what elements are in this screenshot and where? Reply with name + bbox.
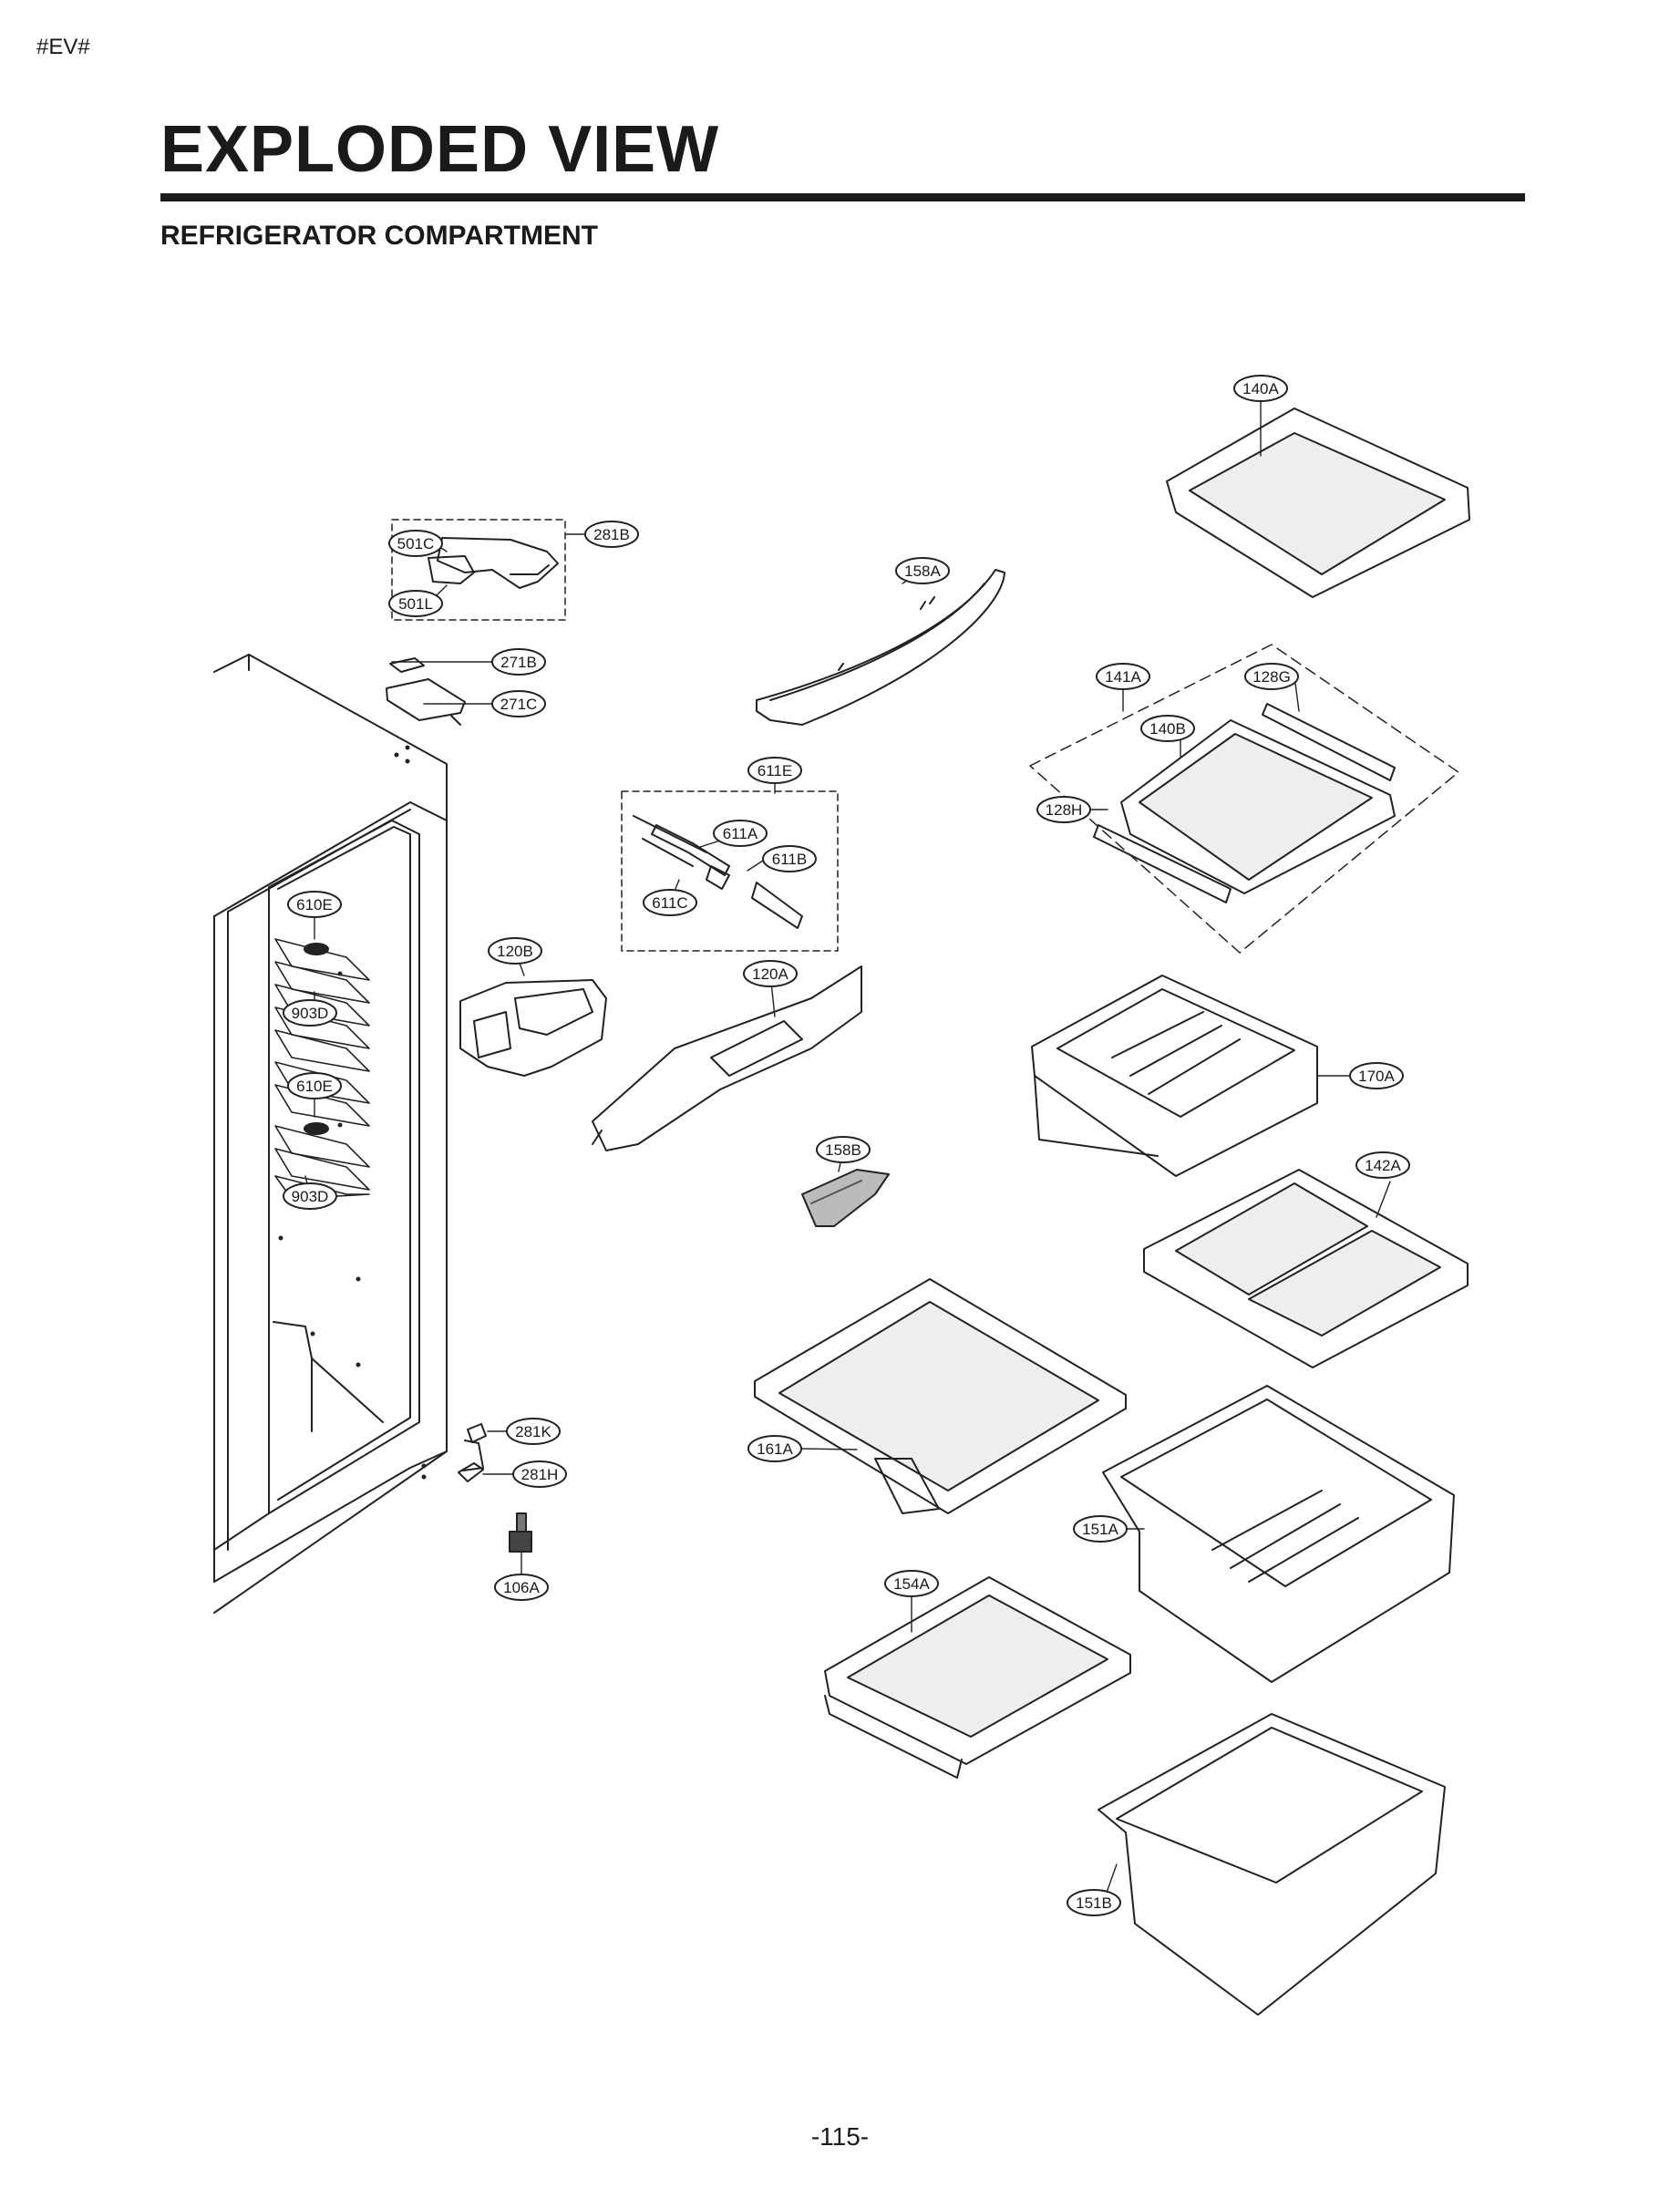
callout-611c: 611C	[643, 889, 697, 916]
svg-text:610E: 610E	[296, 1078, 333, 1095]
svg-text:281H: 281H	[521, 1466, 559, 1483]
callout-281h: 281H	[512, 1460, 567, 1488]
page-number: -115-	[810, 2122, 870, 2151]
drawer-170a-drawing	[1031, 975, 1318, 1177]
callout-142a: 142A	[1355, 1151, 1410, 1179]
callout-271b: 271B	[491, 648, 546, 676]
callout-610e-upper: 610E	[287, 891, 342, 918]
svg-text:158B: 158B	[825, 1141, 861, 1159]
cover-158a-drawing	[756, 569, 1005, 726]
page-subtitle: REFRIGERATOR COMPARTMENT	[160, 221, 598, 251]
callout-140b: 140B	[1140, 715, 1195, 742]
housing-120b-drawing	[459, 979, 607, 1077]
callout-611b: 611B	[762, 845, 817, 872]
shelf-assembly-141a-drawing	[1029, 644, 1459, 954]
svg-text:281B: 281B	[593, 526, 630, 543]
callout-128g: 128G	[1244, 663, 1299, 690]
callout-158b: 158B	[816, 1136, 871, 1163]
callout-281k: 281K	[506, 1418, 561, 1445]
control-box-drawing	[391, 519, 566, 621]
cover-120a-drawing	[592, 965, 862, 1151]
shelf-142a-drawing	[1143, 1169, 1469, 1368]
callout-141a: 141A	[1096, 663, 1150, 690]
callout-610e-lower: 610E	[287, 1072, 342, 1099]
svg-text:271C: 271C	[500, 696, 538, 713]
svg-text:142A: 142A	[1365, 1157, 1401, 1174]
shelf-140a-drawing	[1166, 408, 1470, 598]
svg-text:501L: 501L	[398, 595, 433, 613]
svg-text:140A: 140A	[1242, 380, 1279, 397]
cover-158b-drawing	[801, 1169, 890, 1227]
svg-text:154A: 154A	[893, 1575, 930, 1593]
svg-text:610E: 610E	[296, 896, 333, 913]
callout-120b: 120B	[488, 937, 542, 965]
svg-text:120B: 120B	[497, 943, 533, 960]
callout-140a: 140A	[1233, 375, 1288, 402]
callout-120a: 120A	[743, 960, 798, 987]
page-title: EXPLODED VIEW	[160, 113, 720, 186]
svg-text:106A: 106A	[503, 1579, 540, 1596]
svg-text:170A: 170A	[1358, 1068, 1395, 1085]
svg-text:611A: 611A	[723, 825, 758, 842]
callout-161a: 161A	[747, 1435, 802, 1462]
callout-611e: 611E	[747, 757, 802, 784]
svg-text:128G: 128G	[1252, 668, 1291, 686]
drawer-151a-drawing	[1102, 1385, 1455, 1683]
svg-text:281K: 281K	[515, 1423, 551, 1440]
callout-151a: 151A	[1073, 1515, 1128, 1543]
hinge-parts-drawing	[458, 1423, 532, 1553]
svg-text:161A: 161A	[757, 1440, 793, 1458]
svg-text:903D: 903D	[292, 1005, 329, 1022]
svg-text:611E: 611E	[758, 762, 792, 779]
svg-text:158A: 158A	[904, 562, 941, 580]
shelf-161a-drawing	[754, 1278, 1127, 1514]
callout-903d-lower: 903D	[283, 1182, 337, 1210]
page-marker: #EV#	[36, 35, 90, 59]
callout-154a: 154A	[884, 1570, 939, 1597]
cabinet-drawing	[213, 654, 448, 1614]
sensor-assembly-drawing	[621, 790, 839, 952]
callout-501c: 501C	[388, 530, 443, 557]
svg-text:903D: 903D	[292, 1188, 329, 1205]
title-rule	[160, 193, 1525, 201]
callout-158a: 158A	[895, 557, 950, 584]
drawer-151b-drawing	[1098, 1713, 1446, 2016]
svg-text:140B: 140B	[1149, 720, 1186, 738]
callout-903d-upper: 903D	[283, 999, 337, 1027]
callout-271c: 271C	[491, 690, 546, 717]
callout-151b: 151B	[1067, 1889, 1121, 1916]
svg-text:120A: 120A	[752, 965, 788, 983]
svg-text:501C: 501C	[397, 535, 435, 552]
part-callouts: 140A 281B 501C 501L 158A 271B 271C 141A …	[283, 375, 1410, 1916]
callout-611a: 611A	[713, 820, 768, 847]
svg-text:611C: 611C	[652, 894, 687, 912]
svg-text:128H: 128H	[1046, 801, 1083, 819]
svg-text:141A: 141A	[1105, 668, 1141, 686]
callout-501l: 501L	[388, 590, 443, 617]
svg-text:151B: 151B	[1076, 1894, 1112, 1912]
cover-154a-drawing	[824, 1576, 1131, 1779]
svg-text:271B: 271B	[500, 654, 537, 671]
svg-text:611B: 611B	[772, 851, 807, 868]
bracket-drawing	[386, 657, 466, 726]
callout-106a: 106A	[494, 1574, 549, 1601]
callout-281b: 281B	[584, 521, 639, 548]
callout-128h: 128H	[1036, 796, 1091, 823]
callout-170a: 170A	[1349, 1062, 1404, 1089]
svg-text:151A: 151A	[1082, 1521, 1118, 1538]
